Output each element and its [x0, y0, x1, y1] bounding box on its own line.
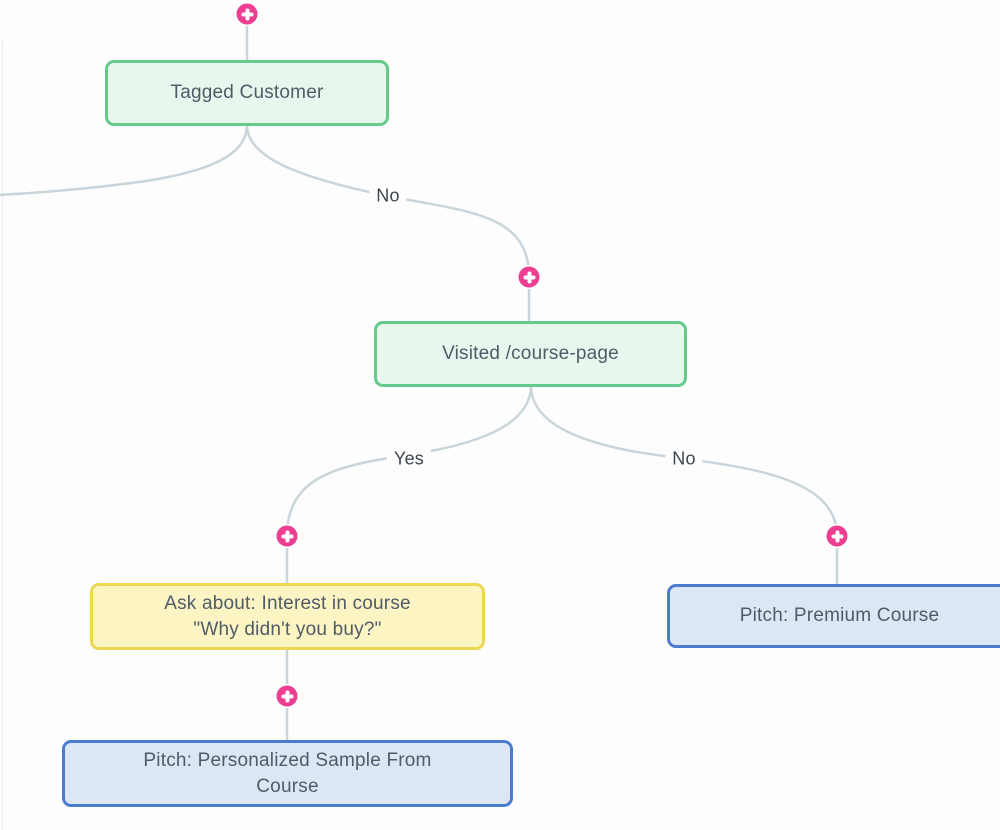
canvas-left-edge [2, 41, 3, 830]
add-step-button[interactable] [236, 3, 258, 25]
connector-tagged-left [0, 124, 249, 197]
connector-visited-no [529, 385, 839, 538]
node-visited-course-page[interactable]: Visited /course-page [374, 321, 687, 387]
node-pitch-premium-course[interactable]: Pitch: Premium Course [667, 584, 1000, 648]
branch-label-no: No [369, 184, 407, 208]
add-step-button[interactable] [518, 266, 540, 288]
plus-icon [277, 686, 298, 707]
node-pitch-personalized-sample[interactable]: Pitch: Personalized Sample From Course [62, 740, 513, 807]
plus-icon [827, 526, 848, 547]
plus-icon [237, 4, 258, 25]
branch-label-yes: Yes [387, 447, 431, 471]
node-ask-about-interest[interactable]: Ask about: Interest in course "Why didn'… [90, 583, 485, 650]
plus-icon [277, 526, 298, 547]
add-step-button[interactable] [276, 685, 298, 707]
branch-label-no: No [665, 447, 703, 471]
plus-icon [519, 267, 540, 288]
add-step-button[interactable] [276, 525, 298, 547]
canvas-top-edge [0, 41, 4, 42]
add-step-button[interactable] [826, 525, 848, 547]
node-tagged-customer[interactable]: Tagged Customer [105, 60, 389, 126]
